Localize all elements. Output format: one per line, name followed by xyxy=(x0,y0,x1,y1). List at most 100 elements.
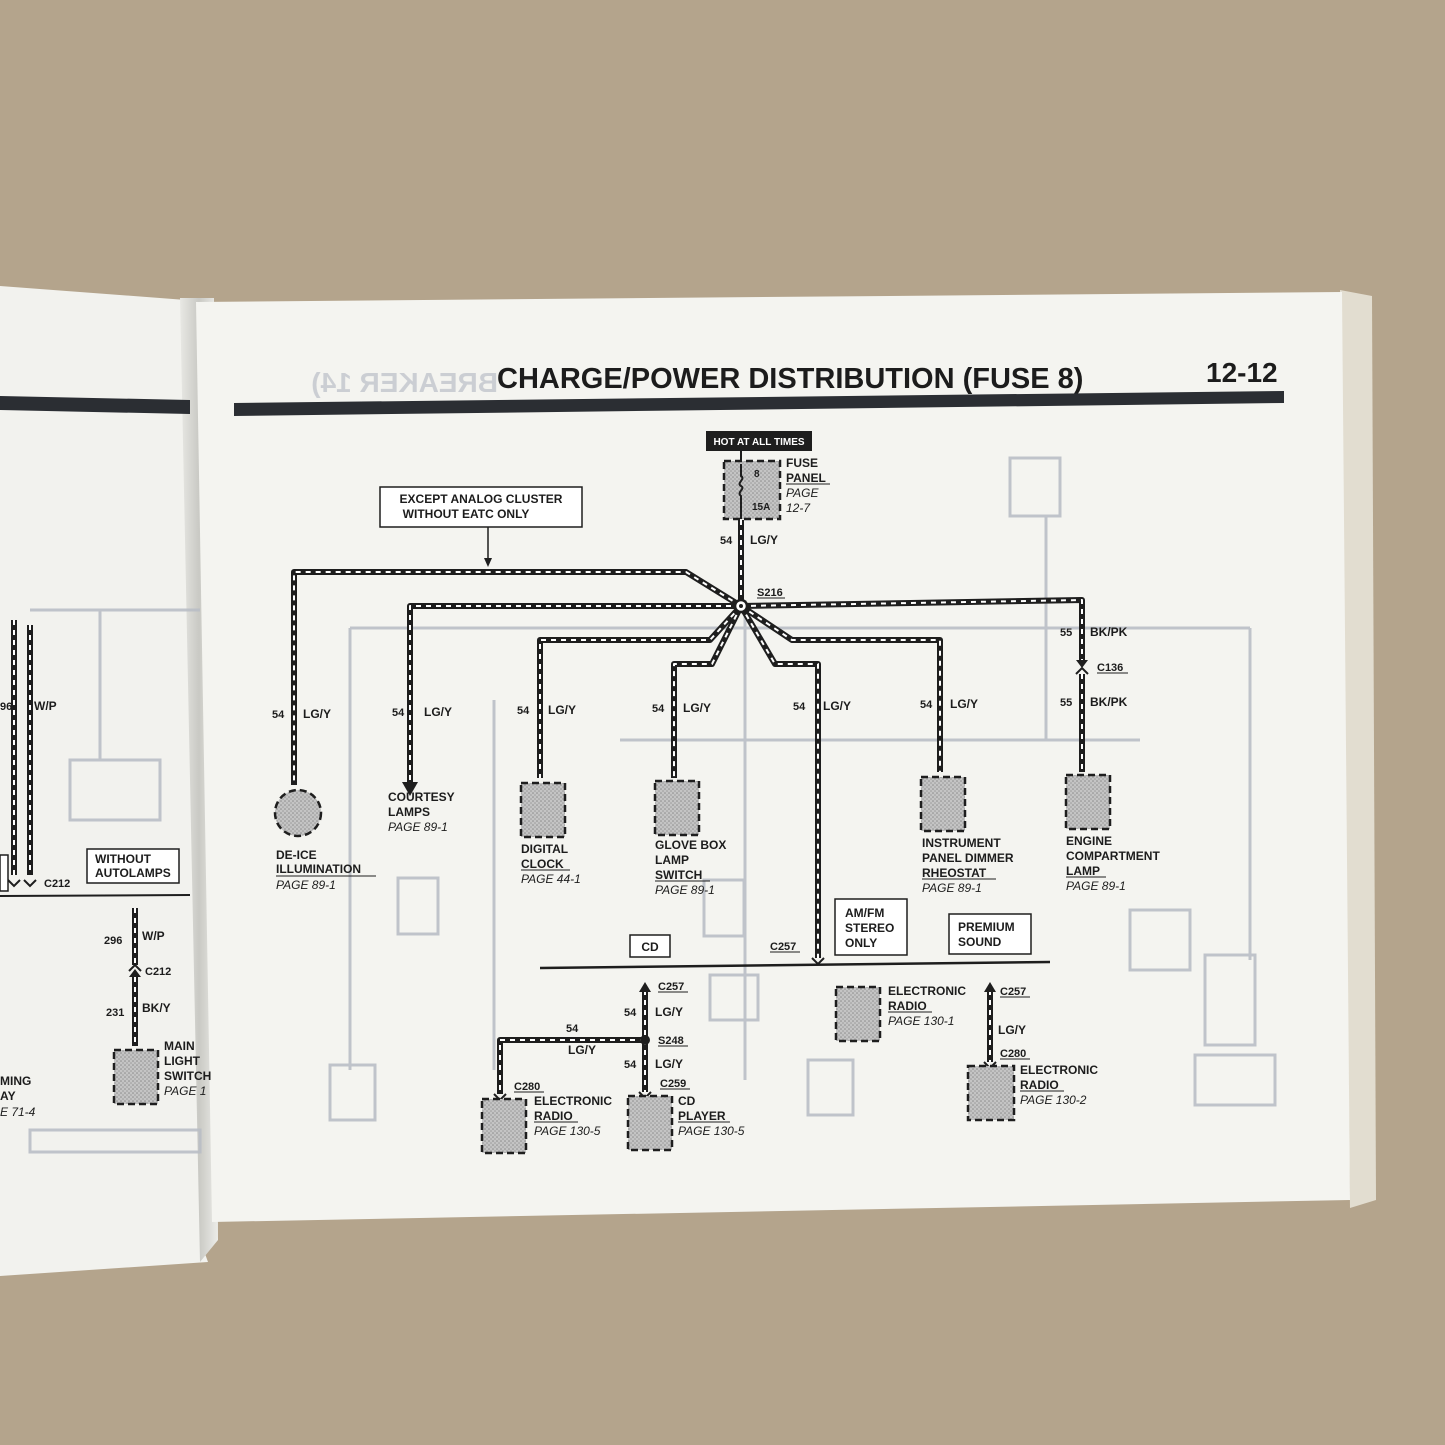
glove-line3: SWITCH xyxy=(655,868,702,882)
dimmer-page: PAGE 89-1 xyxy=(922,881,982,895)
radio5-component: ELECTRONIC RADIO PAGE 130-5 xyxy=(480,1094,612,1155)
option-premium-line1: PREMIUM xyxy=(958,920,1015,934)
wire-clock-color: LG/Y xyxy=(548,703,576,717)
radio1-line1: ELECTRONIC xyxy=(888,984,966,998)
left-wire-231: 231 xyxy=(106,1007,124,1019)
wire-radio2-color: LG/Y xyxy=(998,1023,1026,1037)
dimmer-line2: PANEL DIMMER xyxy=(922,851,1014,865)
hot-label-box xyxy=(706,431,812,451)
radio5-page: PAGE 130-5 xyxy=(534,1124,601,1138)
courtesy-arrow-icon xyxy=(402,782,418,796)
page-number: 12-12 xyxy=(1206,357,1278,388)
c257-radio-arrow-icon xyxy=(984,982,996,992)
wire-glove-color: LG/Y xyxy=(683,701,711,715)
wire-main-color: LG/Y xyxy=(750,533,778,547)
left-page xyxy=(0,286,208,1276)
deice-line1: DE-ICE xyxy=(276,848,317,862)
wire-cd-upper-num: 54 xyxy=(624,1007,637,1019)
power-source: HOT AT ALL TIMES 8 15A FUSE PANEL PAGE 1… xyxy=(706,431,830,521)
engine-line3: LAMP xyxy=(1066,864,1100,878)
wire-clock-num: 54 xyxy=(517,705,530,717)
cdplayer-line2: PLAYER xyxy=(678,1109,726,1123)
without-line1: WITHOUT xyxy=(95,852,152,866)
radio5-line2: RADIO xyxy=(534,1109,573,1123)
fuse-name-line2: PANEL xyxy=(786,471,826,485)
wire-deice-color: LG/Y xyxy=(303,707,331,721)
radio1-component: ELECTRONIC RADIO PAGE 130-1 xyxy=(834,984,966,1043)
wire-dimmer-num: 54 xyxy=(920,699,933,711)
wire-courtesy-num: 54 xyxy=(392,707,405,719)
wire-cd-lower-color: LG/Y xyxy=(655,1057,683,1071)
wire-bk-bot-color: BK/PK xyxy=(1090,695,1128,709)
wire-radio-down-num: 54 xyxy=(793,701,806,713)
wire-labels: 54 LG/Y S216 55 BK/PK C136 55 BK/PK 54 L… xyxy=(272,533,1128,1093)
wire-radio5-num: 54 xyxy=(566,1023,579,1035)
option-amfm-line3: ONLY xyxy=(845,936,877,950)
option-boxes: CD AM/FM STEREO ONLY PREMIUM SOUND xyxy=(629,898,1032,958)
left-c212-a: C212 xyxy=(44,878,70,890)
wire-bk-top-num: 55 xyxy=(1060,627,1072,639)
s216-label: S216 xyxy=(757,587,783,599)
fuse-name-line1: FUSE xyxy=(786,456,818,470)
c259-label: C259 xyxy=(660,1078,686,1090)
option-amfm-line2: STEREO xyxy=(845,921,894,935)
c212-arrow-icon xyxy=(129,969,141,977)
c257-bus-label: C257 xyxy=(770,941,796,953)
glove-page: PAGE 89-1 xyxy=(655,883,715,897)
clock-page: PAGE 44-1 xyxy=(521,872,581,886)
wire-radio5-color: LG/Y xyxy=(568,1043,596,1057)
wire-harness xyxy=(0,520,1085,1094)
dimmer-line3: RHEOSTAT xyxy=(922,866,987,880)
left-frag-ming: MING xyxy=(0,1074,31,1088)
dimmer-line1: INSTRUMENT xyxy=(922,836,1001,850)
cdplayer-component: CD PLAYER PAGE 130-5 xyxy=(626,1094,745,1152)
show-through: BREAKER 14) xyxy=(28,367,1277,1154)
left-frag-ay: AY xyxy=(0,1089,16,1103)
left-wire-96: 96 xyxy=(0,701,12,713)
c212-connector-icon xyxy=(128,963,142,972)
wire-glove-num: 54 xyxy=(652,703,665,715)
radio2-component: ELECTRONIC RADIO PAGE 130-2 xyxy=(966,1063,1098,1122)
bus-drop-icon xyxy=(811,957,825,966)
clock-line2: CLOCK xyxy=(521,857,564,871)
page-header: CHARGE/POWER DISTRIBUTION (FUSE 8) 12-12 xyxy=(0,357,1284,416)
s248-label: S248 xyxy=(658,1035,684,1047)
radio1-line2: RADIO xyxy=(888,999,927,1013)
fuse-number: 8 xyxy=(754,469,760,480)
wire-dimmer-color: LG/Y xyxy=(950,697,978,711)
wire-cd-lower-num: 54 xyxy=(624,1059,637,1071)
without-line2: AUTOLAMPS xyxy=(95,866,171,880)
left-header-rule xyxy=(0,396,190,414)
glove-line2: LAMP xyxy=(655,853,689,867)
glove-component: GLOVE BOX LAMP SWITCH PAGE 89-1 xyxy=(653,779,726,897)
left-wire-296-color: W/P xyxy=(142,929,165,943)
clock-line1: DIGITAL xyxy=(521,842,568,856)
note-line1: EXCEPT ANALOG CLUSTER xyxy=(400,492,563,506)
left-wire-296: 296 xyxy=(104,935,122,947)
courtesy-line1: COURTESY xyxy=(388,790,455,804)
fuse-icon xyxy=(738,464,744,519)
c257-radio2-label: C257 xyxy=(1000,986,1026,998)
courtesy-page: PAGE 89-1 xyxy=(388,820,448,834)
c136-label: C136 xyxy=(1097,662,1123,674)
page-title: CHARGE/POWER DISTRIBUTION (FUSE 8) xyxy=(497,363,1083,395)
option-premium-line2: SOUND xyxy=(958,935,1002,949)
hot-label: HOT AT ALL TIMES xyxy=(713,437,804,448)
s248-splice-icon xyxy=(640,1035,650,1045)
deice-component: DE-ICE ILLUMINATION PAGE 89-1 xyxy=(273,788,376,892)
c136-arrow-icon xyxy=(1076,660,1088,668)
deice-line2: ILLUMINATION xyxy=(276,862,361,876)
fuse-page-line1: PAGE xyxy=(786,486,819,500)
wire-cd-upper-color: LG/Y xyxy=(655,1005,683,1019)
page-edges xyxy=(1340,290,1376,1208)
radio5-line1: ELECTRONIC xyxy=(534,1094,612,1108)
left-c212-b: C212 xyxy=(145,966,171,978)
main-switch-page: PAGE 1 xyxy=(164,1084,206,1098)
wire-deice-num: 54 xyxy=(272,709,285,721)
c280-left-label: C280 xyxy=(514,1081,540,1093)
terminals xyxy=(7,598,1089,1102)
wire-main-num: 54 xyxy=(720,535,733,547)
c280-right-label: C280 xyxy=(1000,1048,1026,1060)
main-switch-line1: MAIN xyxy=(164,1039,195,1053)
